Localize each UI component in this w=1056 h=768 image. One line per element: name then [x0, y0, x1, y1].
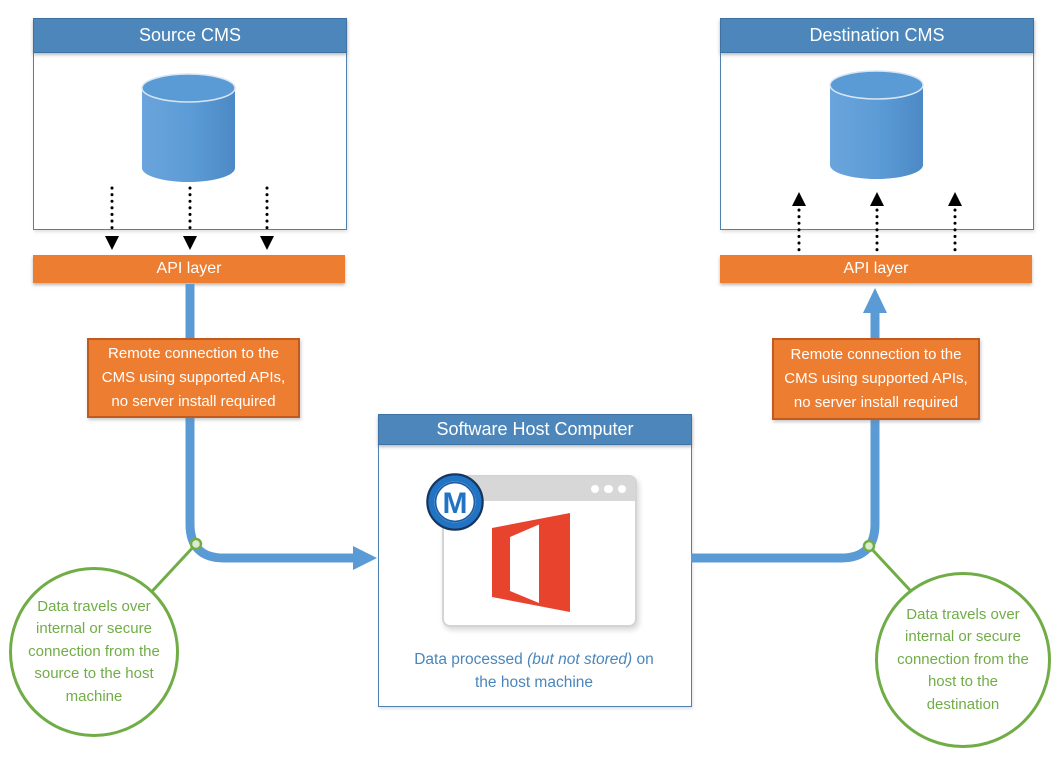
window-dot-icon [617, 484, 626, 494]
source-cms-box: Source CMS [33, 18, 347, 230]
destination-cms-header: Destination CMS [720, 18, 1034, 53]
caption-text: Data processed [414, 651, 528, 668]
browser-titlebar [444, 477, 635, 501]
api-layer-source: API layer [33, 255, 345, 283]
caption-text: on the host machine [474, 651, 654, 692]
source-cms-title: Source CMS [138, 25, 242, 45]
api-layer-source-label: API layer [156, 260, 222, 277]
window-dot-icon [590, 484, 599, 494]
caption-italic-text: (but not stored) [527, 651, 633, 668]
api-layer-destination-label: API layer [843, 260, 909, 277]
software-host-title: Software Host Computer [436, 419, 634, 439]
source-cms-header: Source CMS [33, 18, 347, 53]
destination-cms-box: Destination CMS [720, 18, 1034, 230]
software-host-box: Software Host Computer [378, 414, 692, 707]
api-layer-destination: API layer [720, 255, 1032, 283]
browser-window [442, 475, 637, 627]
software-host-header: Software Host Computer [378, 414, 692, 445]
window-dot-icon [604, 484, 613, 494]
destination-cms-title: Destination CMS [809, 25, 945, 45]
host-caption: Data processed (but not stored) on the h… [403, 648, 665, 695]
